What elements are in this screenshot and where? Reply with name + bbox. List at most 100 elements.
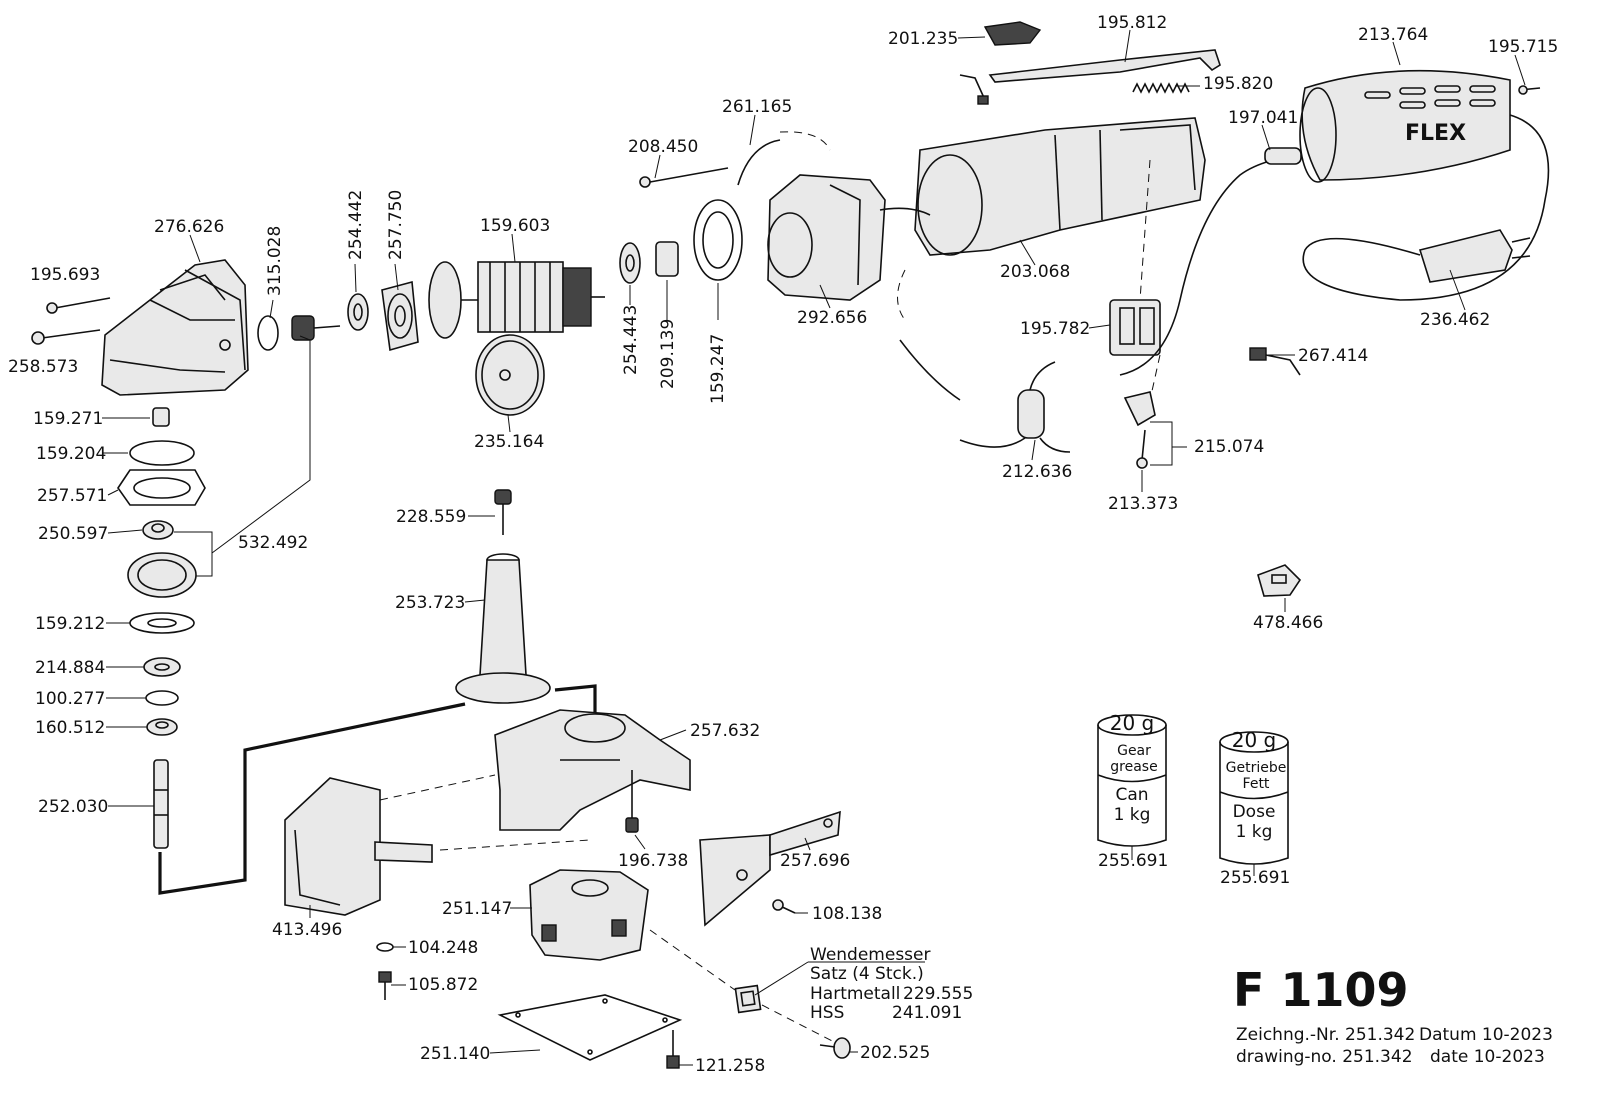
label-261165: 261.165 <box>722 97 792 117</box>
label-267414: 267.414 <box>1298 346 1368 366</box>
can-right-contents-1: Getriebe <box>1226 760 1287 776</box>
screw-108138 <box>772 899 796 914</box>
bearing-254443 <box>619 242 641 284</box>
blades-note-carbide-label: Hartmetall <box>810 984 900 1004</box>
connector-478466 <box>1257 564 1302 597</box>
label-213764: 213.764 <box>1358 25 1428 45</box>
label-202525: 202.525 <box>860 1043 930 1063</box>
title-block: F 1109 Zeichng.-Nr. 251.342 Datum 10-202… <box>1233 963 1553 1067</box>
strain-relief-wires <box>879 207 931 216</box>
label-215074: 215.074 <box>1194 437 1264 457</box>
part-labels: 201.235 195.812 213.764 195.715 195.820 … <box>8 13 1558 1076</box>
flange-257750 <box>381 280 419 352</box>
label-159271: 159.271 <box>33 409 103 429</box>
motor-cover-213764: FLEX <box>1299 69 1511 183</box>
screw-195715 <box>1518 85 1541 95</box>
can-left-weight: 20 g <box>1110 711 1155 735</box>
spring-261165 <box>737 139 781 186</box>
label-235164: 235.164 <box>474 432 544 452</box>
label-100277: 100.277 <box>35 689 105 709</box>
label-532492: 532.492 <box>238 533 308 553</box>
drawing-number-de: Zeichng.-Nr. 251.342 <box>1236 1025 1415 1045</box>
screw-195693 <box>46 297 111 314</box>
suppressor-212636 <box>899 339 1071 453</box>
gear-housing-276626 <box>101 259 249 396</box>
label-105872: 105.872 <box>408 975 478 995</box>
blades-note-set: Satz (4 Stck.) <box>810 964 924 984</box>
label-236462: 236.462 <box>1420 310 1490 330</box>
label-108138: 108.138 <box>812 904 882 924</box>
label-257696: 257.696 <box>780 851 850 871</box>
label-252030: 252.030 <box>38 797 108 817</box>
label-159247: 159.247 <box>708 334 728 404</box>
can-right-pack-2: 1 kg <box>1236 822 1273 842</box>
label-159212: 159.212 <box>35 614 105 634</box>
nut-250597 <box>142 520 174 540</box>
screw-208450 <box>639 167 729 188</box>
label-292656: 292.656 <box>797 308 867 328</box>
lever-part <box>959 74 989 105</box>
label-195782: 195.782 <box>1020 319 1090 339</box>
circlip-159204 <box>129 440 195 466</box>
label-159204: 159.204 <box>36 444 106 464</box>
screw-196738 <box>625 770 639 833</box>
label-257571: 257.571 <box>37 486 107 506</box>
grease-can-left: 20 g Gear grease Can 1 kg <box>1097 711 1167 860</box>
blade-insert <box>734 984 762 1014</box>
switch-button-201235 <box>983 21 1042 46</box>
model-title: F 1109 <box>1233 963 1408 1017</box>
label-213373: 213.373 <box>1108 494 1178 514</box>
spindle-connection-line <box>158 702 466 895</box>
screw-105872 <box>378 971 392 1000</box>
screw-202525 <box>819 1037 851 1059</box>
label-251140: 251.140 <box>420 1044 490 1064</box>
blades-note-hss-label: HSS <box>810 1003 844 1023</box>
bracket-257696 <box>699 810 841 927</box>
base-plate-257632 <box>494 709 691 831</box>
label-209139: 209.139 <box>658 319 678 389</box>
label-121258: 121.258 <box>695 1056 765 1076</box>
plate-257571 <box>117 469 206 506</box>
label-195820: 195.820 <box>1203 74 1273 94</box>
label-257632: 257.632 <box>690 721 760 741</box>
label-254443: 254.443 <box>621 305 641 375</box>
washer-104248 <box>376 942 394 952</box>
spring-195820 <box>1132 82 1190 94</box>
can-left-contents-1: Gear <box>1117 743 1151 759</box>
blades-note-title: Wendemesser <box>810 945 930 965</box>
leader-lines <box>102 29 1526 1066</box>
spindle-252030 <box>153 759 169 849</box>
screw-228559 <box>494 489 512 535</box>
armature-159603 <box>428 261 605 339</box>
label-250597: 250.597 <box>38 524 108 544</box>
label-159603: 159.603 <box>480 216 550 236</box>
label-258573: 258.573 <box>8 357 78 377</box>
label-257750: 257.750 <box>386 190 406 260</box>
cable-clamp-215074 <box>1123 391 1156 469</box>
label-214884: 214.884 <box>35 658 105 678</box>
date-en: date 10-2023 <box>1430 1047 1545 1067</box>
label-104248: 104.248 <box>408 938 478 958</box>
cutter-head-251147 <box>529 869 649 961</box>
can-left-pack-1: Can <box>1115 785 1148 805</box>
terminal-267414 <box>1249 347 1301 376</box>
label-255691-right: 255.691 <box>1220 868 1290 888</box>
slide-rod-195812 <box>988 49 1221 83</box>
can-left-pack-2: 1 kg <box>1114 805 1151 825</box>
label-203068: 203.068 <box>1000 262 1070 282</box>
ring-160512 <box>146 718 178 736</box>
motor-housing-203068 <box>914 117 1206 256</box>
guide-tube-253723 <box>455 553 551 704</box>
bushing-159271 <box>152 407 170 427</box>
label-315028: 315.028 <box>265 226 285 296</box>
label-251147: 251.147 <box>442 899 512 919</box>
screw-258573 <box>31 329 101 345</box>
label-276626: 276.626 <box>154 217 224 237</box>
label-255691-left: 255.691 <box>1098 851 1168 871</box>
pinion-532492 <box>291 315 341 341</box>
plate-251140 <box>497 994 683 1061</box>
label-253723: 253.723 <box>395 593 465 613</box>
label-478466: 478.466 <box>1253 613 1323 633</box>
